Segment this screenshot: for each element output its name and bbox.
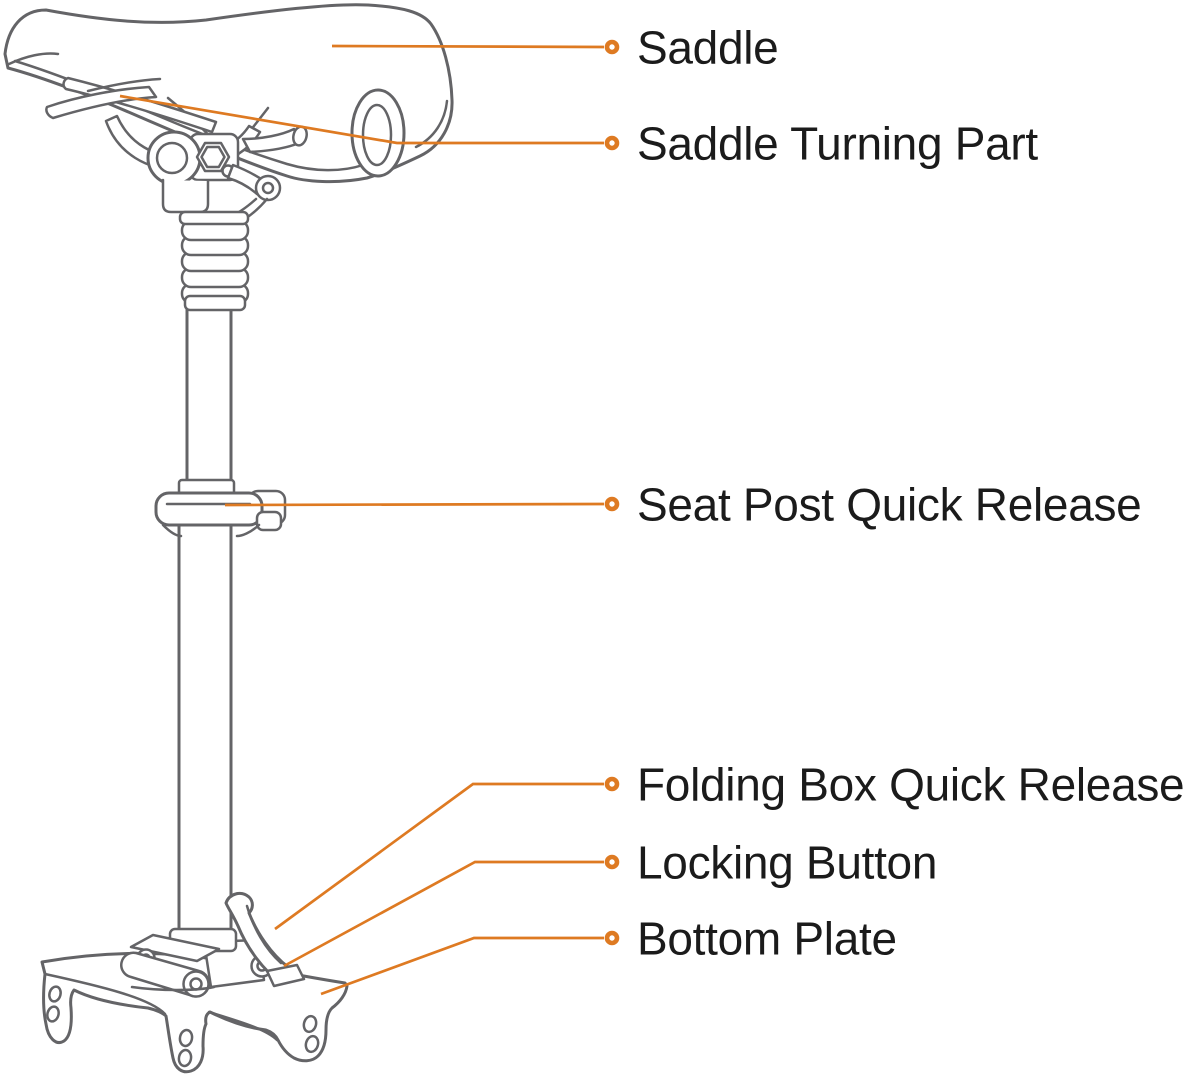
qr-lever-tab: [255, 510, 283, 532]
callout-seat-post-quick-release: Seat Post Quick Release: [224, 479, 1142, 531]
callout-bottom-plate: Bottom Plate: [320, 913, 897, 996]
turning-lever-blade: [45, 85, 158, 120]
spring-loop-right-inner: [361, 103, 393, 167]
part-label-saddle-turning-part: Saddle Turning Part: [637, 118, 1038, 170]
plate-hole: [177, 1048, 193, 1068]
bottom-plate-drawing: [40, 951, 349, 1074]
saddle-assembly: [3, 3, 454, 226]
turning-lever-wire: [86, 77, 162, 93]
plate-crease-left: [43, 972, 167, 1016]
callout-saddle-turning-part: Saddle Turning Part: [119, 94, 1039, 170]
bellows-collar-top: [178, 210, 250, 226]
plate-hole: [304, 1034, 320, 1054]
qr-band: [154, 491, 264, 527]
leader-dot-folding-box-quick-release: [604, 776, 620, 792]
leader-dot-saddle-turning-part: [604, 135, 620, 151]
part-label-folding-box-quick-release: Folding Box Quick Release: [637, 759, 1184, 811]
seat-post: [177, 210, 250, 942]
bottom-plate-outline: [40, 951, 349, 1074]
part-label-locking-button: Locking Button: [637, 837, 937, 889]
leader-line-folding-box-quick-release: [274, 782, 604, 931]
part-label-bottom-plate: Bottom Plate: [637, 913, 897, 965]
leader-line-saddle: [331, 44, 605, 49]
folding-box: [119, 891, 306, 998]
saddle-nose-line: [7, 52, 60, 66]
qr-shoulder-left: [161, 523, 183, 538]
callout-saddle: Saddle: [331, 22, 779, 74]
hex-bolt-inner: [200, 145, 226, 169]
leader-line-saddle-turning-part: [119, 94, 604, 145]
leader-line-locking-button: [283, 860, 604, 968]
part-label-saddle: Saddle: [637, 22, 778, 74]
leader-dot-locking-button: [604, 854, 620, 870]
qr-shoulder-right: [235, 523, 261, 538]
plate-hole: [46, 1005, 60, 1023]
saddle-edge-right: [414, 99, 449, 149]
lower-post-tube: [177, 522, 233, 942]
part-label-seat-post-quick-release: Seat Post Quick Release: [637, 479, 1141, 531]
callout-folding-box-quick-release: Folding Box Quick Release: [274, 759, 1185, 931]
upper-post-tube: [185, 306, 233, 492]
pivot-inner: [261, 181, 275, 195]
plate-hole: [178, 1028, 194, 1048]
hinge-foot: [265, 963, 306, 988]
roller-bracket: [129, 933, 221, 963]
leader-line-seat-post-quick-release: [224, 502, 605, 507]
bellows-collar-bottom: [183, 294, 247, 312]
lever-inner-line: [245, 904, 283, 965]
leader-dot-saddle: [604, 39, 620, 55]
callout-locking-button: Locking Button: [283, 837, 937, 968]
clamp-boss-inner: [155, 141, 189, 175]
clamp-bracket: [161, 178, 210, 214]
plate-hole: [48, 985, 62, 1003]
leader-dot-seat-post-quick-release: [604, 496, 620, 512]
leader-dot-bottom-plate: [604, 930, 620, 946]
plate-hole: [302, 1014, 318, 1034]
plate-crease-right: [207, 1010, 279, 1042]
leader-line-bottom-plate: [320, 936, 604, 996]
box-front-edge: [130, 985, 216, 992]
